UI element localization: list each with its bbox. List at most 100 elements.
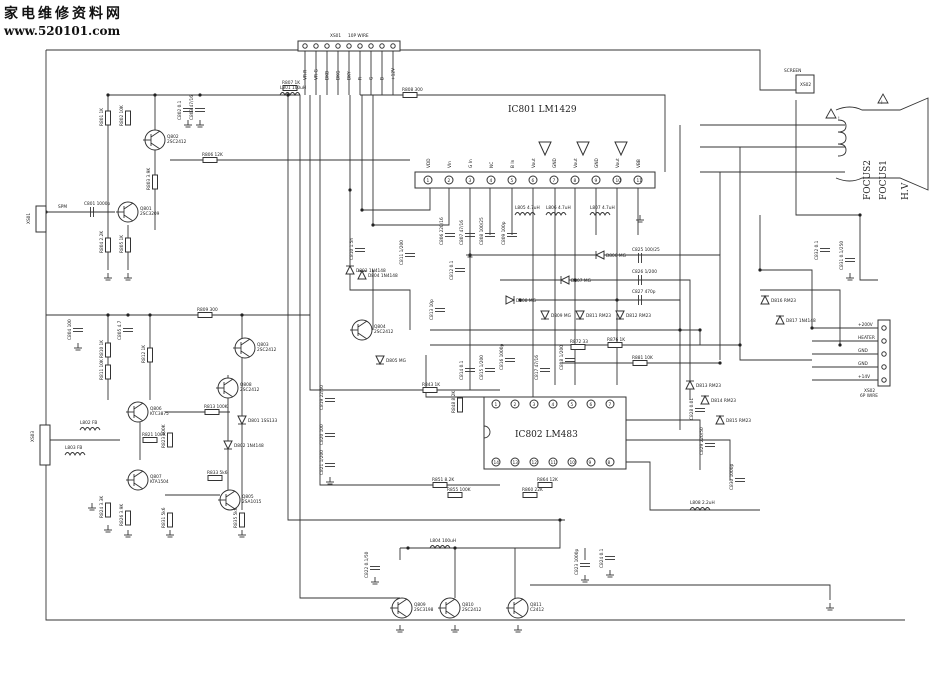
- ic802-pin-number: 4: [552, 402, 555, 408]
- crt-heater-wire: [795, 100, 860, 216]
- left-audio-ref: XS03: [30, 431, 36, 442]
- diode-triangle: [375, 355, 385, 366]
- top-connector-pin: [335, 43, 341, 49]
- inductor-coil: [689, 507, 711, 512]
- transistor-symbol: [438, 597, 461, 619]
- ic802-in-wire: [425, 355, 484, 398]
- transistor-symbol: [390, 597, 413, 619]
- resistor-label: R803 3.9K: [146, 168, 152, 190]
- right-connector-pin-label: +14V: [858, 374, 870, 380]
- ic801-pin: [612, 175, 622, 185]
- diode-triangle: [615, 310, 625, 321]
- junction-dot: [858, 213, 862, 217]
- resistor-body: [402, 92, 418, 98]
- resistor: [142, 437, 158, 443]
- resistor: [147, 347, 153, 363]
- ic801-pin-number: 10: [616, 178, 622, 184]
- capacitor: [73, 328, 83, 332]
- inductor-label: L807 4.7uH: [590, 205, 615, 211]
- junction-dot: [126, 313, 130, 317]
- capacitor-label: C813 10p: [429, 299, 435, 320]
- ground-symbol: [826, 603, 834, 611]
- ic801-pin-number: 5: [511, 178, 514, 184]
- top-connector-pin: [390, 43, 396, 49]
- left-input-desc: SPM: [58, 204, 67, 210]
- transistor-collector: [357, 320, 368, 328]
- inductor-label: L806 4.7uH: [546, 205, 571, 211]
- transistor-symbol: [506, 597, 529, 619]
- transistor-ref: Q806: [150, 406, 162, 412]
- top-right-wire: [400, 49, 796, 91]
- ic801-pin: [444, 175, 454, 185]
- resistor-label: R806 12K: [202, 152, 223, 158]
- transistor-collector: [123, 202, 134, 210]
- ic801-buffer: [576, 141, 590, 157]
- capacitor-label: C829 220/50: [699, 427, 705, 455]
- right-connector-pin-label: +200V: [858, 322, 873, 328]
- resistor: [447, 492, 463, 498]
- inductor-coil: [79, 427, 101, 432]
- capacitor-label: C816 1000p: [499, 343, 505, 370]
- transistor-collector: [223, 378, 234, 386]
- diode-triangle: [223, 440, 233, 451]
- junction-dot: [348, 188, 352, 192]
- capacitor-label: C807 47/16: [459, 220, 465, 245]
- ic802-out-1: [626, 419, 701, 470]
- diode-label: D803 1N4148: [356, 268, 386, 274]
- diode: [594, 250, 605, 260]
- capacitor-label: C819 22/50: [319, 385, 325, 410]
- transistor-emitter: [223, 390, 234, 398]
- top-connector-pin-label: VR-R: [303, 70, 309, 80]
- transistor-symbol: [350, 319, 373, 341]
- transistor-part: 2SC2412: [240, 387, 260, 393]
- inductor-label: L801 100uH: [280, 85, 306, 91]
- right-connector-pin-label: GND: [858, 348, 869, 354]
- capacitor-label: C804 100: [67, 319, 73, 340]
- resistor-body: [125, 110, 131, 126]
- ic802-pin-number: 10: [570, 460, 576, 466]
- resistor: [197, 312, 213, 318]
- junction-dot: [558, 518, 562, 522]
- inductor-coil: [514, 212, 536, 217]
- resistor: [105, 364, 111, 380]
- resistor-body: [105, 342, 111, 358]
- resistor-label: R801 1K: [99, 108, 105, 126]
- ic801-pin-number: 1: [427, 178, 430, 184]
- capacitor-label: C810 1.5n: [349, 238, 355, 260]
- diode-label: D807 MG: [571, 278, 591, 284]
- resistor-body: [607, 342, 623, 348]
- top-connector-pin: [357, 43, 363, 49]
- resistor-body: [125, 237, 131, 253]
- inductor-label: L804 100uH: [430, 538, 456, 544]
- left-input-ref: XS01: [26, 213, 32, 224]
- diode-triangle: [345, 264, 355, 275]
- resistor-body: [105, 237, 111, 253]
- ground-symbol: [238, 530, 246, 538]
- capacitor-label: C818 1/200: [559, 345, 565, 370]
- capacitor-label: C817 47/16: [534, 355, 540, 380]
- resistor-body: [522, 492, 538, 498]
- inductor-coil: [429, 545, 451, 550]
- ground-symbol: [74, 343, 82, 351]
- diode-label: D802 1N4148: [234, 443, 264, 449]
- transistor-emitter: [150, 142, 161, 150]
- ic801-pin-name: B In: [510, 159, 516, 168]
- transistor-collector: [513, 598, 524, 606]
- diode: [715, 414, 725, 425]
- ground-symbol: [326, 477, 334, 485]
- ic802-pin-number: 5: [571, 402, 574, 408]
- ic801-pin-name: VDD: [426, 158, 432, 168]
- capacitor: [735, 478, 745, 482]
- capacitor-label: C805 4.7: [117, 320, 123, 340]
- resistor-body: [202, 157, 218, 163]
- resistor-label: R805 1K: [119, 235, 125, 253]
- diode-label: D817 1N4148: [786, 318, 816, 324]
- transistor-collector: [133, 402, 144, 410]
- resistor-body: [152, 174, 158, 190]
- resistor-label: R826 3.9K: [119, 504, 125, 526]
- diode-triangle: [559, 275, 570, 285]
- junction-dot: [106, 313, 110, 317]
- resistor-label: R807 1K: [282, 80, 300, 86]
